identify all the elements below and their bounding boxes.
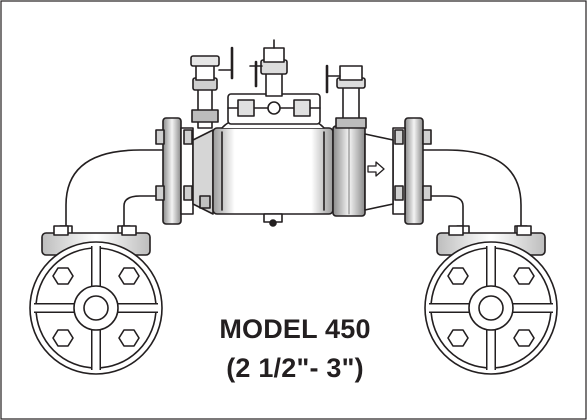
test-cock-left bbox=[190, 46, 234, 129]
right-flange bbox=[392, 117, 432, 225]
test-cock-right bbox=[325, 64, 367, 129]
test-cock-center bbox=[249, 39, 288, 97]
valve-body bbox=[192, 120, 394, 227]
size-range-label: (2 1/2"- 3") bbox=[226, 353, 364, 383]
flow-direction-arrow-icon bbox=[367, 161, 385, 177]
left-flange bbox=[155, 117, 194, 225]
model-label: MODEL 450 bbox=[219, 314, 371, 344]
top-cover bbox=[227, 93, 321, 125]
left-gate-valve bbox=[29, 225, 163, 375]
right-gate-valve bbox=[424, 225, 558, 375]
